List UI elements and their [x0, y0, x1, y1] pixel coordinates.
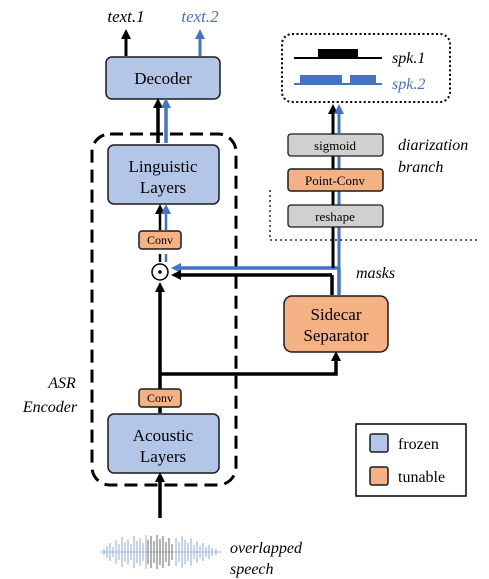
output-text-1: text.1 [107, 7, 144, 26]
sidecar-label-line1: Sidecar [311, 305, 362, 324]
asr-encoder-container [90, 132, 238, 487]
point-conv-block [287, 168, 384, 192]
spk2-activity-on-2 [350, 75, 376, 84]
waveform-icon [100, 535, 222, 569]
asr-label-line1: ASR [47, 375, 76, 392]
conv-top-block [138, 230, 182, 250]
legend-frozen-swatch [369, 433, 389, 453]
masks-label: masks [356, 265, 395, 282]
sigmoid-block [287, 133, 384, 157]
linguistic-label-line1: Linguistic [129, 157, 198, 176]
sidecar-separator-block [283, 295, 389, 353]
output-text-2: text.2 [181, 7, 219, 26]
conv-top-label: Conv [147, 233, 173, 247]
diarization-label-line1: diarization [398, 137, 468, 154]
acoustic-label-line1: Acoustic [133, 426, 194, 445]
input-label-line1: overlapped [230, 540, 303, 557]
spk1-label: spk.1 [392, 50, 425, 67]
diarization-label-line2: branch [398, 159, 443, 176]
reshape-label: reshape [315, 209, 355, 224]
acoustic-label-line2: Layers [140, 447, 186, 466]
legend-tunable-swatch [369, 466, 389, 486]
input-label-line2: speech [230, 561, 274, 578]
sidecar-label-line2: Separator [303, 326, 368, 345]
spk2-label: spk.2 [392, 76, 425, 93]
legend-tunable-label: tunable [398, 469, 445, 486]
linguistic-label-line2: Layers [140, 178, 186, 197]
conv-bottom-label: Conv [147, 391, 173, 405]
conv-bottom-block [138, 388, 182, 408]
arrow-trunk-to-sidecar [160, 351, 341, 376]
spk1-activity-on [318, 49, 358, 58]
reshape-block [287, 204, 384, 228]
sigmoid-label: sigmoid [314, 138, 356, 153]
legend-frozen-label: frozen [398, 436, 439, 453]
diarization-branch-region [269, 190, 478, 241]
spk2-activity-on-1 [300, 75, 342, 84]
asr-label-line2: Encoder [22, 399, 78, 416]
multiply-op-dot [158, 270, 162, 274]
decoder-label: Decoder [134, 69, 192, 88]
point-conv-label: Point-Conv [305, 173, 365, 188]
